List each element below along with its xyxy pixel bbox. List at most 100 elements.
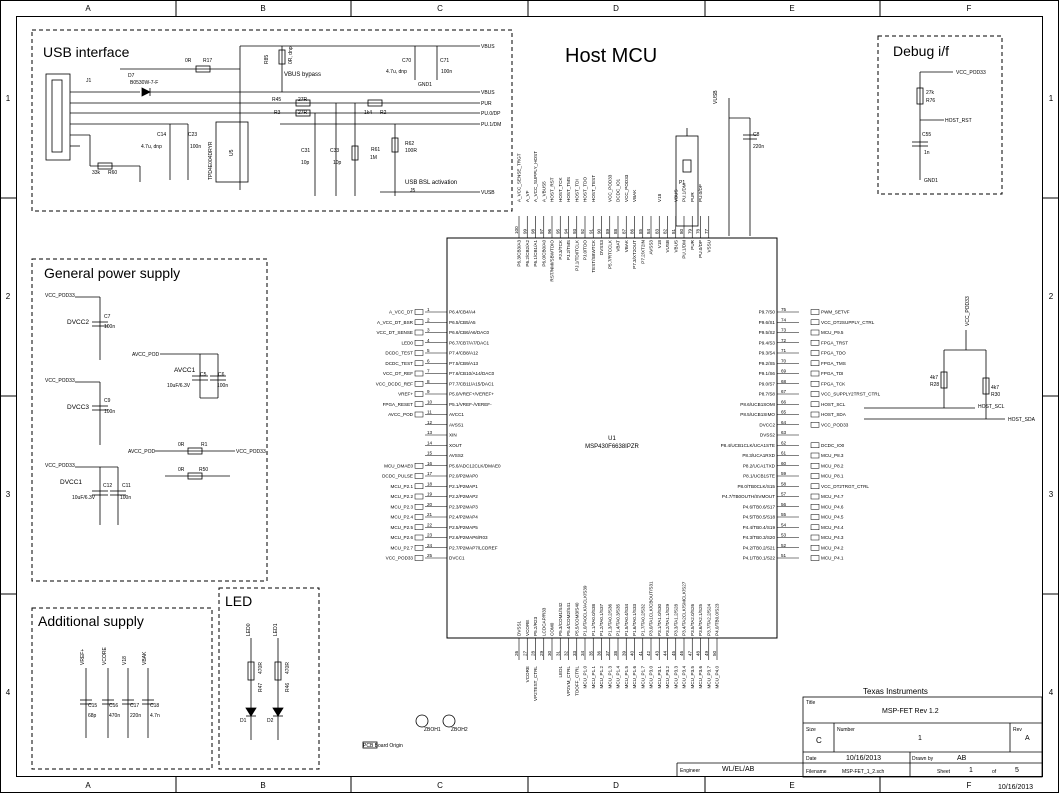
- r1-value: 0R: [178, 442, 185, 448]
- col-label: E: [789, 4, 794, 13]
- mcu-pin-number: 38: [613, 650, 618, 656]
- mcu-pin-name: DVCC1: [449, 556, 465, 561]
- d2-diode: [272, 707, 284, 717]
- mcu-pin-name: P7.6/CB10/A14/DAC0: [449, 371, 495, 376]
- mcu-pin-net: MCU_DMAE0: [384, 463, 413, 468]
- mcu-pin-name: P6.7/CB7/A7/DAC1: [449, 340, 490, 345]
- c31-value: 10p: [301, 160, 310, 166]
- net-port: [414, 473, 424, 479]
- mcu-pin-number: 37: [605, 650, 610, 656]
- mcu-pin-net: HOST_TMS: [566, 177, 571, 202]
- avcc-pod-label: AVCC_POD: [132, 352, 160, 358]
- mcu-pin-name: PJ.2/TMS: [566, 240, 571, 260]
- net-port: [414, 381, 424, 387]
- mcu-pin-net: DCDC_IO0: [821, 443, 845, 448]
- net-port: [414, 350, 424, 356]
- mcu-pin-name: P5.6/ADC12CLK/DMAE0: [449, 463, 501, 468]
- drawn-by-label: Drawn by: [912, 756, 934, 762]
- mcu-pin-number: 60: [781, 461, 787, 466]
- mcu-pin-net: MCU_P2.4: [391, 515, 414, 520]
- mcu-pin-net: MCU_P1.3: [607, 666, 612, 689]
- mcu-pin-net: LED0: [402, 340, 414, 345]
- mcu-pin-number: 52: [781, 543, 787, 548]
- mcu-pin-number: 27: [522, 650, 527, 656]
- r50-value: 0R: [178, 467, 185, 473]
- r1-label: R1: [201, 442, 208, 448]
- cap-net-label: VCORE: [102, 647, 108, 665]
- mcu-pin-net: HOST_TEST: [591, 175, 596, 202]
- mcu-pin-name: P1.2/TA0.1/S37: [599, 603, 604, 636]
- mcu-pin-number: 50: [712, 650, 717, 656]
- c6-label: C6: [218, 372, 225, 378]
- mcu-pin-name: VBAT: [616, 240, 621, 252]
- mcu-pin-number: 10: [427, 399, 433, 404]
- date-value: 10/16/2013: [846, 755, 881, 762]
- mcu-pin-number: 65: [781, 410, 787, 415]
- mcu-pin-number: 9: [427, 389, 430, 394]
- mcu-pin-name: P2.3/P2MAP3: [449, 504, 478, 509]
- r30-label: R30: [991, 392, 1000, 398]
- mcu-pin-net: MCU_P2.1: [391, 484, 414, 489]
- mcu-pin-name: PJ.1/TDI/TCLK: [574, 239, 579, 271]
- mcu-pin-net: HOST_RST: [550, 177, 555, 202]
- mcu-pin-number: 7: [427, 369, 430, 374]
- mcu-pin-name: P8.0/TB0CLK/S15: [737, 484, 775, 489]
- led-resistor-value: 470R: [258, 662, 264, 674]
- mcu-pin-name: P6.0/CB0/A0: [541, 240, 546, 267]
- title-label: Title: [806, 700, 815, 706]
- mcu-pin-net: VP2VM_CTRL: [566, 666, 571, 697]
- c5-value: 10uF/6.3V: [167, 383, 191, 389]
- vbus-label: VBUS: [481, 90, 495, 96]
- mcu-pin-name: P8.6/UCB1SOMI: [740, 402, 775, 407]
- net-port: [414, 555, 424, 561]
- net-port: [414, 524, 424, 530]
- mcu-pin-name: P7.2/XT2IN: [640, 240, 645, 264]
- size-value: C: [816, 736, 822, 745]
- mcu-pin-net: MCU_P1.4: [616, 666, 621, 689]
- r45-value: 27R: [298, 97, 308, 103]
- net-port: [810, 442, 820, 448]
- mcu-pin-number: 39: [621, 650, 626, 656]
- r46-body: [274, 661, 282, 681]
- mcu-pin-name: DVSS2: [760, 433, 776, 438]
- mcu-pin-number: 54: [781, 522, 787, 527]
- power-section-title: General power supply: [44, 265, 180, 281]
- cap-ref-label: C18: [150, 703, 159, 709]
- mcu-pin-number: 82: [663, 228, 668, 234]
- net-port: [810, 555, 820, 561]
- mcu-pin-name: P1.1/TA0.0/S38: [591, 603, 596, 636]
- mcu-pin-number: 63: [781, 430, 787, 435]
- mcu-pin-number: 44: [663, 650, 668, 656]
- mcu-pin-number: 87: [621, 228, 626, 234]
- mcu-pin-name: VSSU: [706, 240, 711, 253]
- rev-label: Rev: [1013, 727, 1022, 733]
- cap-value-label: 220n: [130, 713, 141, 719]
- mcu-pin-net: MCU_P1.7: [640, 666, 645, 689]
- mcu-pin-name: P4.1/TB0.1/S22: [743, 556, 776, 561]
- cap-value-label: 4.7n: [150, 713, 160, 719]
- net-port: [414, 370, 424, 377]
- number-label: Number: [837, 727, 855, 733]
- c9-label: C9: [104, 398, 111, 404]
- mcu-pin-name: P1.7/TA0.2/S32: [640, 603, 645, 636]
- column-labels: A B C D E F A B C D E F: [85, 4, 971, 790]
- power-circuit: [75, 296, 235, 525]
- mcu-pin-net: MCU_P4.2: [821, 545, 844, 550]
- r2-label: R2: [380, 110, 387, 116]
- mcu-part: MSP430F6638IPZR: [585, 444, 639, 450]
- drawn-by-value: AB: [957, 755, 967, 762]
- net-port: [810, 391, 820, 397]
- r17-value: 0R: [185, 58, 192, 64]
- mcu-pin-name: TEST/SBWTCK: [591, 239, 596, 273]
- net-port: [414, 391, 424, 397]
- mcu-pin-net: MCU_P4.0: [715, 666, 720, 689]
- i2c-vcc-label: VCC_POD33: [965, 296, 971, 326]
- c8-label: C8: [753, 132, 760, 138]
- net-port: [810, 329, 820, 336]
- net-port: [810, 524, 820, 530]
- c6-value: 100n: [217, 383, 228, 389]
- mcu-pin-net: VCC_DT_REF: [383, 371, 413, 376]
- mcu-pin-name: P7.4/CB8/A12: [449, 351, 479, 356]
- mcu-pin-number: 100: [514, 226, 519, 234]
